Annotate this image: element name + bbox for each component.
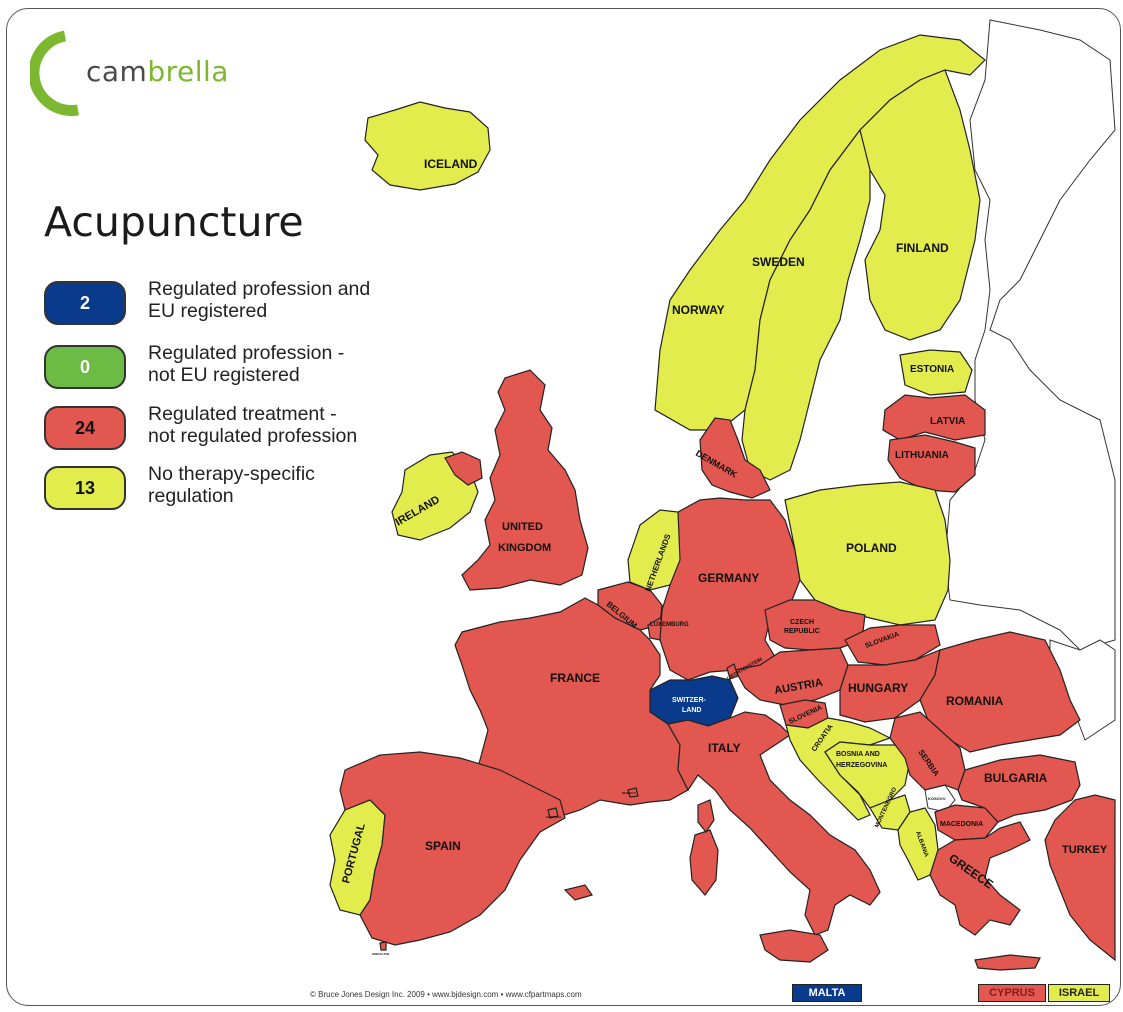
legend-label: Regulated profession - not EU registered (148, 342, 345, 386)
country-gibraltar[interactable] (379, 941, 387, 951)
label-poland: POLAND (846, 541, 897, 555)
legend-item-regulated-eu: 2 Regulated profession and EU registered (44, 278, 424, 330)
country-greece[interactable] (929, 821, 1031, 936)
country-spain[interactable] (339, 751, 566, 946)
label-romania: ROMANIA (946, 694, 1004, 708)
country-estonia[interactable] (899, 349, 973, 396)
cambrella-logo (28, 28, 230, 118)
logo-arc-icon (28, 30, 79, 117)
country-poland[interactable] (784, 481, 951, 626)
label-latvia: LATVIA (930, 416, 965, 427)
label-italy: ITALY (708, 741, 741, 755)
legend-item-treatment-only: 24 Regulated treatment - not regulated p… (44, 403, 424, 455)
label-estonia: ESTONIA (910, 364, 954, 375)
country-sweden[interactable] (741, 128, 871, 481)
label-gibraltar: GIBRALTAR (372, 952, 390, 956)
legend-label: Regulated treatment - not regulated prof… (148, 403, 358, 447)
country-romania[interactable] (919, 631, 1081, 753)
label-bosnia-line1: BOSNIA AND (836, 751, 880, 758)
label-finland: FINLAND (896, 241, 949, 255)
legend-count-badge: 24 (44, 406, 126, 450)
label-bulgaria: BULGARIA (984, 771, 1048, 785)
label-norway: NORWAY (672, 303, 725, 317)
logo-text-prefix: cam (86, 55, 148, 88)
country-northern-ireland[interactable] (444, 451, 483, 486)
country-bulgaria[interactable] (957, 754, 1081, 823)
legend-item-no-regulation: 13 No therapy-specific regulation (44, 463, 424, 515)
label-turkey: TURKEY (1062, 844, 1108, 856)
country-italy-sicily[interactable] (759, 929, 829, 963)
legend-count-badge: 0 (44, 345, 126, 389)
label-hungary: HUNGARY (848, 681, 908, 695)
label-uk-line1: UNITED (502, 521, 543, 533)
credit-line: © Bruce Jones Design Inc. 2009 • www.bjd… (310, 990, 582, 999)
country-latvia[interactable] (882, 394, 986, 441)
label-uk-line2: KINGDOM (498, 542, 551, 554)
legend-label: No therapy-specific regulation (148, 463, 315, 507)
country-turkey[interactable] (1044, 794, 1116, 962)
russia-belarus-ukraine-region (944, 19, 1116, 651)
country-liechtenstein[interactable] (726, 663, 739, 680)
label-czech-line2: REPUBLIC (784, 628, 820, 635)
label-kosovo: KOSOVO (928, 796, 946, 801)
country-slovakia[interactable] (844, 624, 941, 666)
country-andorra[interactable] (547, 807, 559, 819)
label-iceland: ICELAND (424, 157, 478, 171)
label-czech-line1: CZECH (790, 619, 814, 626)
country-italy[interactable] (667, 711, 881, 936)
country-finland[interactable] (859, 69, 981, 341)
label-bosnia-line2: HERZEGOVINA (836, 762, 887, 769)
country-france-corsica[interactable] (697, 799, 715, 834)
logo-text-accent: brella (147, 55, 229, 88)
inset-cyprus[interactable]: CYPRUS (978, 984, 1046, 1002)
country-germany[interactable] (659, 497, 801, 681)
legend-count-badge: 13 (44, 466, 126, 510)
legend-label: Regulated profession and EU registered (148, 278, 371, 322)
label-switzerland-line2: LAND (682, 707, 701, 714)
label-france: FRANCE (550, 671, 600, 685)
label-sweden: SWEDEN (752, 255, 805, 269)
legend-item-regulated-not-eu: 0 Regulated profession - not EU register… (44, 342, 424, 394)
label-macedonia: MACEDONIA (940, 821, 983, 828)
country-lithuania[interactable] (887, 434, 976, 493)
country-greece-crete[interactable] (974, 954, 1041, 971)
label-lithuania: LITHUANIA (895, 450, 949, 461)
country-united-kingdom[interactable] (461, 369, 589, 591)
label-andorra: ANDORRA (546, 815, 562, 819)
country-italy-sardinia[interactable] (689, 829, 719, 896)
country-monaco[interactable] (627, 787, 639, 798)
country-denmark[interactable] (699, 417, 771, 499)
label-spain: SPAIN (425, 839, 461, 853)
legend-count-badge: 2 (44, 281, 126, 325)
neighbouring-territory (924, 19, 1116, 813)
label-monaco: MONACO (622, 791, 636, 795)
country-bosnia-herzegovina[interactable] (824, 741, 911, 809)
label-luxembourg: LUXEMBURG (650, 622, 689, 628)
map-title: Acupuncture (44, 198, 304, 246)
label-switzerland-line1: SWITZER- (672, 697, 706, 704)
logo-text: cambrella (86, 55, 229, 88)
country-iceland[interactable] (364, 101, 491, 191)
inset-israel[interactable]: ISRAEL (1048, 984, 1110, 1002)
country-spain-balearics[interactable] (563, 884, 593, 901)
country-macedonia[interactable] (934, 804, 999, 841)
label-germany: GERMANY (698, 571, 759, 585)
inset-malta[interactable]: MALTA (792, 984, 862, 1002)
